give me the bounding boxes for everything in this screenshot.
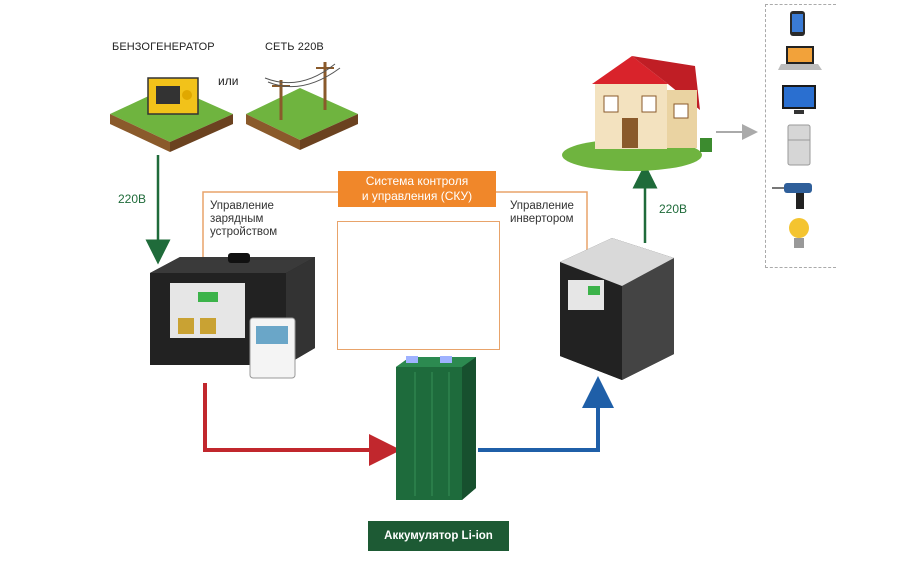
charger-control-line-2: зарядным xyxy=(210,213,264,225)
consumers-panel xyxy=(765,4,836,268)
inverter-control-line-2: инвертором xyxy=(510,213,574,225)
battery-label: Аккумулятор Li-ion xyxy=(368,521,509,551)
house-illustration xyxy=(562,56,712,171)
charger-illustration xyxy=(150,253,315,379)
charger-control-label: Управление зарядным устройством xyxy=(210,200,277,239)
grid-label: СЕТЬ 220В xyxy=(265,41,324,53)
sku-components-frame xyxy=(337,221,500,350)
sku-title-line-2: и управления (СКУ) xyxy=(361,189,473,203)
charger-control-line-3: устройством xyxy=(210,226,278,238)
phone-icon xyxy=(790,11,805,36)
discharge-arrow xyxy=(478,376,614,452)
generator-label: БЕНЗОГЕНЕРАТОР xyxy=(112,41,215,53)
voltage-left-label: 220В xyxy=(118,192,147,206)
inverter-illustration xyxy=(560,238,674,380)
grid-illustration xyxy=(246,62,358,150)
or-label: или xyxy=(218,74,239,88)
charger-control-line-1: Управление xyxy=(210,200,274,212)
sku-title-line-1: Система контроля xyxy=(365,174,469,188)
tv-icon xyxy=(782,85,816,114)
battery-illustration xyxy=(396,356,476,500)
charge-arrow xyxy=(203,383,401,466)
inverter-control-label: Управление инвертором xyxy=(510,200,574,226)
fridge-icon xyxy=(787,124,811,166)
voltage-right-label: 220В xyxy=(659,202,688,216)
sku-title-box: Система контроля и управления (СКУ) xyxy=(338,171,496,207)
laptop-icon xyxy=(778,46,822,70)
drill-icon xyxy=(772,183,812,209)
generator-illustration xyxy=(110,77,233,152)
lightbulb-icon xyxy=(789,218,809,248)
inverter-control-line-1: Управление xyxy=(510,200,574,212)
control-line-charger xyxy=(202,191,338,285)
